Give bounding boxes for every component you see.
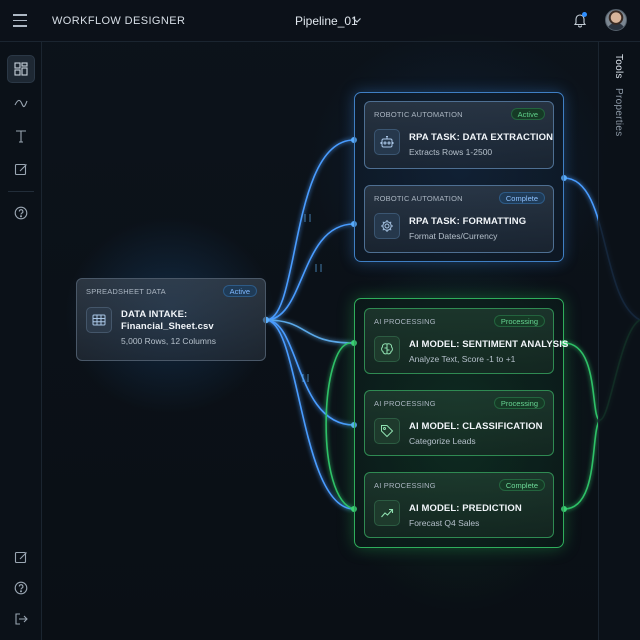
node-subtitle: Extracts Rows 1-2500 — [409, 147, 493, 157]
node-title: RPA TASK: FORMATTING — [409, 216, 527, 227]
status-badge: Complete — [498, 479, 545, 491]
node-category: SPREADSHEET DATA — [86, 287, 166, 296]
avatar[interactable] — [605, 9, 627, 31]
trend-up-icon — [374, 500, 400, 526]
wire-intake-to-prediction — [265, 319, 355, 510]
chevron-down-icon[interactable] — [352, 15, 362, 25]
wire-prediction-to-output — [563, 419, 601, 510]
gear-icon — [374, 213, 400, 239]
status-badge: Processing — [493, 397, 545, 409]
table-icon — [86, 307, 112, 333]
port-rpa-out — [561, 175, 567, 181]
tab-tools[interactable]: Tools — [613, 54, 624, 79]
node-title: RPA TASK: DATA EXTRACTION — [409, 132, 554, 143]
status-badge: Processing — [493, 315, 545, 327]
node-subtitle: Forecast Q4 Sales — [409, 518, 480, 528]
status-badge: Complete — [498, 192, 545, 204]
ai-classification-node[interactable]: AI PROCESSING Processing AI MODEL: CLASS… — [364, 390, 554, 456]
trend-line-icon[interactable] — [7, 89, 35, 117]
help-icon[interactable] — [7, 574, 35, 602]
node-subtitle: Format Dates/Currency — [409, 231, 498, 241]
wire-green-left-loop — [325, 342, 355, 510]
status-badge: Active — [222, 285, 257, 297]
data-intake-node[interactable]: SPREADSHEET DATA Active DATA INTAKE: Fin… — [76, 278, 266, 361]
node-title: AI MODEL: PREDICTION — [409, 503, 522, 514]
toolbar-divider — [8, 191, 34, 192]
node-title: AI MODEL: SENTIMENT ANALYSIS — [409, 339, 569, 350]
wire-intake-to-classification — [265, 319, 355, 426]
text-icon[interactable] — [7, 122, 35, 150]
node-subtitle: 5,000 Rows, 12 Columns — [121, 336, 216, 346]
wire-intake-to-formatting — [265, 223, 355, 321]
ai-prediction-node[interactable]: AI PROCESSING Complete AI MODEL: PREDICT… — [364, 472, 554, 538]
robot-icon — [374, 129, 400, 155]
tag-icon — [374, 418, 400, 444]
notification-dot — [582, 12, 587, 17]
wire-intake-to-extraction — [265, 139, 355, 321]
app-title: WORKFLOW DESIGNER — [52, 15, 186, 27]
node-category: ROBOTIC AUTOMATION — [374, 194, 463, 203]
node-subtitle: Analyze Text, Score -1 to +1 — [409, 354, 516, 364]
rpa-extraction-node[interactable]: ROBOTIC AUTOMATION Active RPA TASK: DATA… — [364, 101, 554, 169]
node-title: DATA INTAKE: — [121, 309, 188, 320]
pipeline-selector[interactable]: Pipeline_01 — [295, 14, 358, 28]
left-toolbar — [0, 42, 42, 640]
node-category: ROBOTIC AUTOMATION — [374, 110, 463, 119]
help-icon[interactable] — [7, 199, 35, 227]
node-title: AI MODEL: CLASSIFICATION — [409, 421, 543, 432]
rpa-formatting-node[interactable]: ROBOTIC AUTOMATION Complete RPA TASK: FO… — [364, 185, 554, 253]
node-subtitle: Categorize Leads — [409, 436, 476, 446]
node-category: AI PROCESSING — [374, 317, 436, 326]
port-sentiment-out — [561, 340, 567, 346]
node-category: AI PROCESSING — [374, 481, 436, 490]
tab-properties[interactable]: Properties — [613, 88, 624, 137]
ai-sentiment-node[interactable]: AI PROCESSING Processing AI MODEL: SENTI… — [364, 308, 568, 374]
edit-icon[interactable] — [7, 155, 35, 183]
node-title-file: Financial_Sheet.csv — [121, 321, 214, 332]
wire-intake-to-sentiment — [265, 319, 355, 344]
right-panel: Tools Properties — [598, 42, 640, 640]
port-prediction-out — [561, 506, 567, 512]
hamburger-icon[interactable] — [13, 14, 27, 27]
edit-icon[interactable] — [7, 543, 35, 571]
node-category: AI PROCESSING — [374, 399, 436, 408]
top-bar: WORKFLOW DESIGNER Pipeline_01 — [0, 0, 640, 42]
brain-icon — [374, 336, 400, 362]
status-badge: Active — [510, 108, 545, 120]
dashboard-icon[interactable] — [7, 55, 35, 83]
logout-icon[interactable] — [7, 605, 35, 633]
